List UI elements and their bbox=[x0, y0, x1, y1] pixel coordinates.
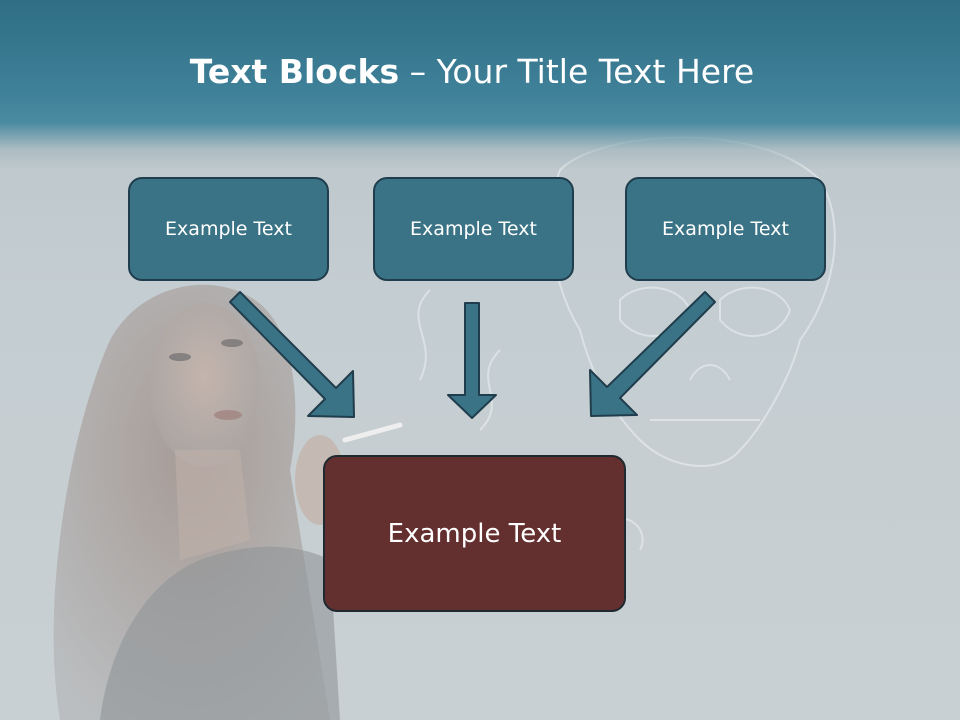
text-block-3-label: Example Text bbox=[662, 218, 789, 240]
text-block-main[interactable]: Example Text bbox=[323, 455, 626, 612]
text-block-2-label: Example Text bbox=[410, 218, 537, 240]
text-block-1-label: Example Text bbox=[165, 218, 292, 240]
title-bold: Text Blocks bbox=[189, 52, 400, 91]
text-block-2[interactable]: Example Text bbox=[373, 177, 574, 281]
text-block-main-label: Example Text bbox=[387, 518, 562, 549]
page-title: Text Blocks – Your Title Text Here bbox=[0, 52, 944, 91]
text-block-3[interactable]: Example Text bbox=[625, 177, 826, 281]
title-bar bbox=[0, 0, 960, 170]
title-dash: – bbox=[409, 52, 427, 91]
title-rest: Your Title Text Here bbox=[436, 52, 755, 91]
text-block-1[interactable]: Example Text bbox=[128, 177, 329, 281]
